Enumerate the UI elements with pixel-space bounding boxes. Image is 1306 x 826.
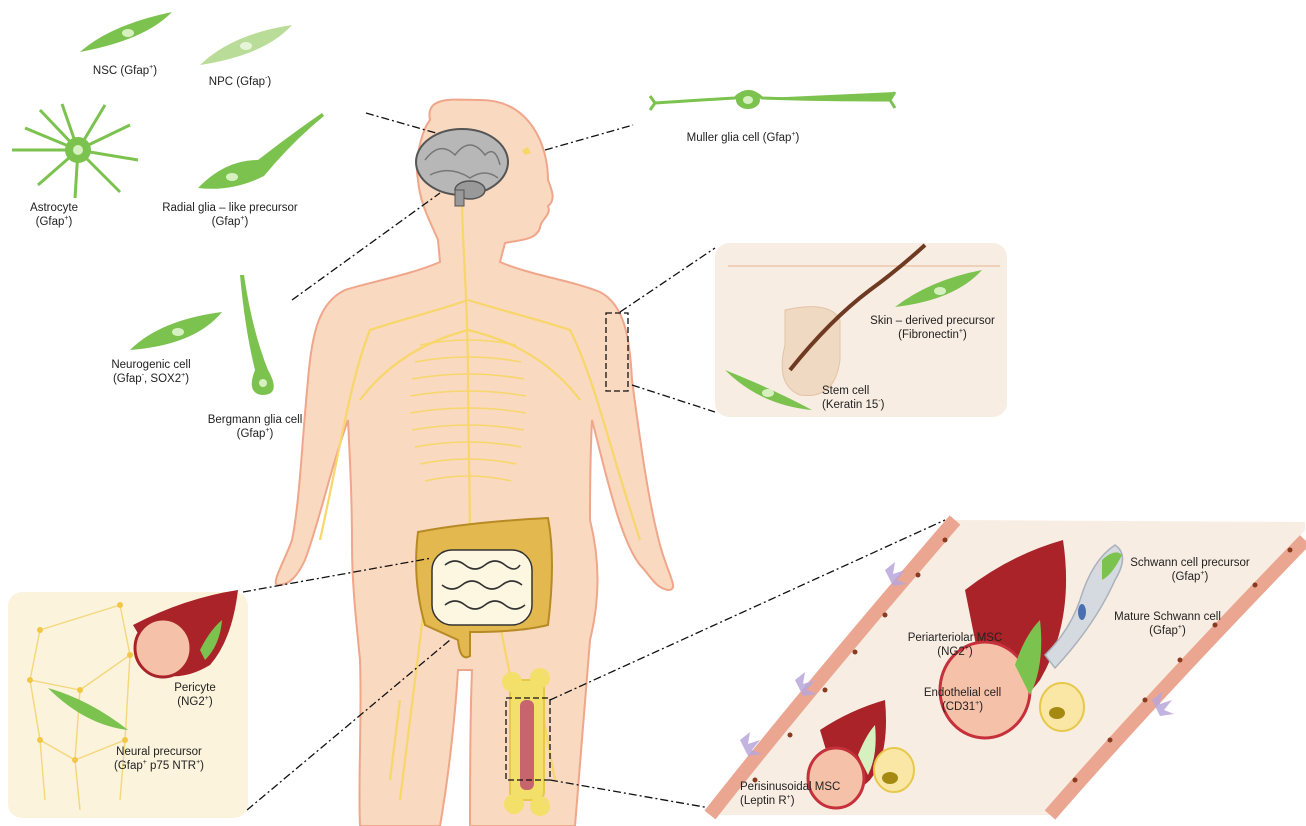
radial-glia-label: Radial glia – like precursor (Gfap+) — [150, 201, 310, 229]
pericyte-label: Pericyte (NG2+) — [160, 681, 230, 709]
perisinusoidal-label: Perisinusoidal MSC (Leptin R+) — [740, 780, 850, 808]
neurogenic-cell-icon — [130, 312, 222, 350]
schwann-precursor-label: Schwann cell precursor (Gfap+) — [1120, 556, 1260, 584]
neurogenic-label: Neurogenic cell (Gfap-, SOX2+) — [96, 358, 206, 386]
endothelial-label: Endothelial cell (CD31+) — [915, 686, 1010, 714]
stem-cell-label: Stem cell (Keratin 15-) — [822, 384, 892, 412]
astrocyte-cell-icon — [12, 104, 138, 198]
neural-precursor-label: Neural precursor (Gfap+ p75 NTR+) — [84, 745, 234, 773]
skin-precursor-label: Skin – derived precursor (Fibronectin+) — [855, 314, 1010, 342]
periarteriolar-label: Periarteriolar MSC (NG2+) — [900, 631, 1010, 659]
nsc-label: NSC (Gfap+) — [80, 64, 170, 78]
nsc-cell-icon — [80, 12, 172, 52]
bergmann-label: Bergmann glia cell (Gfap+) — [200, 413, 310, 441]
npc-label: NPC (Gfap-) — [190, 75, 290, 89]
npc-cell-icon — [200, 25, 292, 65]
femur-bone — [502, 668, 550, 816]
astrocyte-label: Astrocyte (Gfap+) — [14, 201, 94, 229]
radial-glia-cell-icon — [198, 113, 324, 189]
bergmann-glia-cell-icon — [240, 275, 274, 395]
muller-label: Muller glia cell (Gfap+) — [668, 131, 818, 145]
mature-schwann-label: Mature Schwann cell (Gfap+) — [1105, 610, 1230, 638]
muller-glia-cell-icon — [650, 91, 895, 110]
